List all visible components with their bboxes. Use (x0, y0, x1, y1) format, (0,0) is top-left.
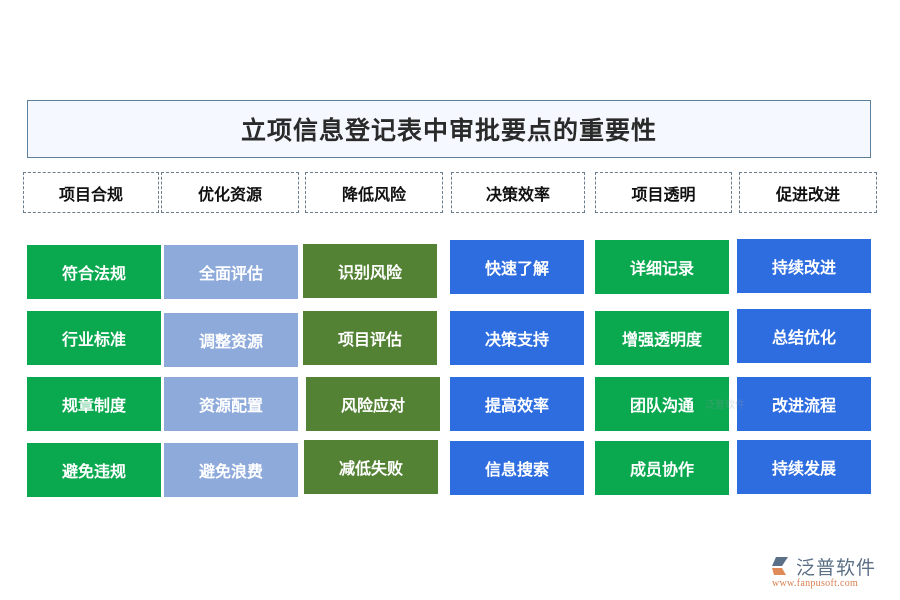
category-label: 优化资源 (197, 184, 262, 204)
item-label: 风险应对 (340, 396, 405, 415)
item-label: 减低失败 (338, 459, 403, 478)
item-card: 提高效率 (450, 377, 584, 431)
category-header-transparency: 项目透明 (595, 172, 732, 213)
item-label: 快速了解 (484, 259, 549, 278)
item-label: 增强透明度 (621, 330, 702, 349)
item-label: 持续发展 (771, 459, 836, 478)
category-label: 决策效率 (485, 184, 550, 204)
item-label: 行业标准 (61, 330, 126, 349)
item-label: 避免违规 (61, 462, 126, 481)
category-header-resources: 优化资源 (161, 172, 299, 213)
item-card: 改进流程 (737, 377, 871, 431)
item-card: 符合法规 (27, 245, 161, 299)
item-label: 项目评估 (337, 330, 402, 349)
item-card: 详细记录 (595, 240, 729, 294)
item-card: 总结优化 (737, 309, 871, 363)
item-card: 成员协作 (595, 441, 729, 495)
category-header-efficiency: 决策效率 (451, 172, 585, 213)
item-label: 调整资源 (198, 332, 263, 351)
category-header-improvement: 促进改进 (739, 172, 877, 213)
item-card: 持续发展 (737, 440, 871, 494)
item-card: 避免浪费 (164, 443, 298, 497)
item-card: 减低失败 (304, 440, 438, 494)
category-label: 项目合规 (58, 184, 123, 204)
item-card: 风险应对 (306, 377, 440, 431)
category-label: 项目透明 (631, 184, 696, 204)
item-card: 增强透明度 (595, 311, 729, 365)
item-label: 成员协作 (629, 460, 694, 479)
item-card: 全面评估 (164, 245, 298, 299)
logo-icon (772, 557, 788, 575)
category-header-risk: 降低风险 (305, 172, 443, 213)
item-label: 决策支持 (484, 330, 549, 349)
item-card: 团队沟通 (595, 377, 729, 431)
item-label: 符合法规 (61, 264, 126, 283)
item-label: 资源配置 (198, 396, 263, 415)
item-card: 快速了解 (450, 240, 584, 294)
item-card: 识别风险 (303, 244, 437, 298)
item-label: 总结优化 (771, 328, 836, 347)
item-label: 持续改进 (771, 258, 836, 277)
title-box: 立项信息登记表中审批要点的重要性 (27, 100, 871, 158)
item-label: 团队沟通 (629, 396, 694, 415)
brand-logo: 泛普软件 www.fanpusoft.com (770, 553, 895, 593)
item-card: 信息搜索 (450, 441, 584, 495)
item-card: 调整资源 (164, 313, 298, 367)
item-card: 避免违规 (27, 443, 161, 497)
item-label: 信息搜索 (484, 460, 549, 479)
item-card: 决策支持 (450, 311, 584, 365)
category-label: 降低风险 (341, 184, 406, 204)
logo-url: www.fanpusoft.com (772, 578, 859, 589)
item-label: 避免浪费 (198, 462, 263, 481)
item-label: 全面评估 (198, 264, 263, 283)
item-label: 改进流程 (771, 396, 836, 415)
item-card: 持续改进 (737, 239, 871, 293)
diagram-title: 立项信息登记表中审批要点的重要性 (240, 116, 657, 145)
item-label: 识别风险 (337, 263, 402, 282)
category-label: 促进改进 (775, 184, 840, 204)
item-card: 规章制度 (27, 377, 161, 431)
item-label: 规章制度 (61, 396, 126, 415)
item-label: 详细记录 (629, 259, 694, 278)
logo-name: 泛普软件 (796, 557, 877, 579)
item-card: 项目评估 (303, 311, 437, 365)
item-card: 行业标准 (27, 311, 161, 365)
category-header-compliance: 项目合规 (23, 172, 159, 213)
item-label: 提高效率 (484, 396, 549, 415)
item-card: 资源配置 (164, 377, 298, 431)
